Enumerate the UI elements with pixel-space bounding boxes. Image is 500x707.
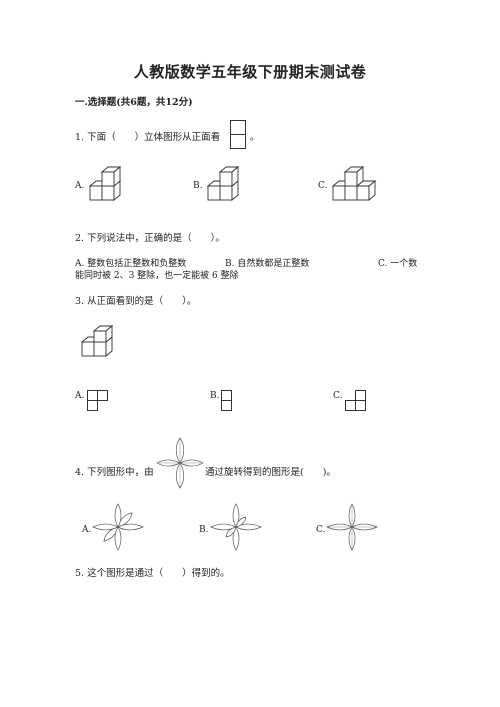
question-1-text: 1. 下面（ ）立体图形从正面看	[75, 132, 221, 143]
q2-option-a[interactable]: A. 整数包括正整数和负整数	[75, 259, 187, 269]
q1-option-b-label[interactable]: B.	[193, 181, 203, 191]
section-heading: 一.选择题(共6题，共12分)	[75, 97, 193, 108]
q4-option-a-figure[interactable]	[92, 503, 144, 551]
question-2-text: 2. 下列说法中，正确的是（ ）。	[75, 233, 225, 244]
q1-front-view-figure	[230, 120, 246, 149]
q1-option-c-label[interactable]: C.	[318, 181, 328, 191]
q2-option-c[interactable]: C. 一个数	[378, 259, 418, 269]
q1-option-a-label[interactable]: A.	[75, 181, 85, 191]
q3-solid-figure	[80, 325, 114, 357]
page-title: 人教版数学五年级下册期末测试卷	[133, 63, 367, 81]
q4-option-c-label[interactable]: C.	[316, 525, 326, 535]
q4-option-b-figure[interactable]	[210, 503, 262, 551]
q3-option-b-label[interactable]: B.	[210, 391, 220, 401]
question-5-text: 5. 这个图形是通过（ ）得到的。	[75, 568, 230, 579]
q4-petal-figure	[156, 437, 204, 489]
q1-option-b-cubes[interactable]	[204, 166, 240, 204]
q2-option-c-continued: 能同时被 2、3 整除，也一定能被 6 整除	[75, 271, 239, 281]
q3-option-a-view[interactable]	[87, 390, 111, 414]
question-1-end: 。	[250, 132, 260, 143]
question-3-text: 3. 从正面看到的是（ ）。	[75, 296, 197, 307]
question-4-text-end: 通过旋转得到的图形是( )。	[205, 467, 336, 478]
q2-option-b[interactable]: B. 自然数都是正整数	[225, 259, 310, 269]
q4-option-b-label[interactable]: B.	[199, 525, 209, 535]
q4-option-c-figure[interactable]	[326, 503, 378, 551]
question-4-text: 4. 下列图形中，由	[75, 467, 154, 478]
q1-option-a-cubes[interactable]	[86, 166, 122, 204]
q1-option-c-cubes[interactable]	[329, 166, 377, 204]
q3-option-a-label[interactable]: A.	[75, 391, 85, 401]
q4-option-a-label[interactable]: A.	[82, 525, 92, 535]
q3-option-c-view[interactable]	[345, 390, 369, 414]
q3-option-c-label[interactable]: C.	[333, 391, 343, 401]
q3-option-b-view[interactable]	[221, 390, 235, 414]
